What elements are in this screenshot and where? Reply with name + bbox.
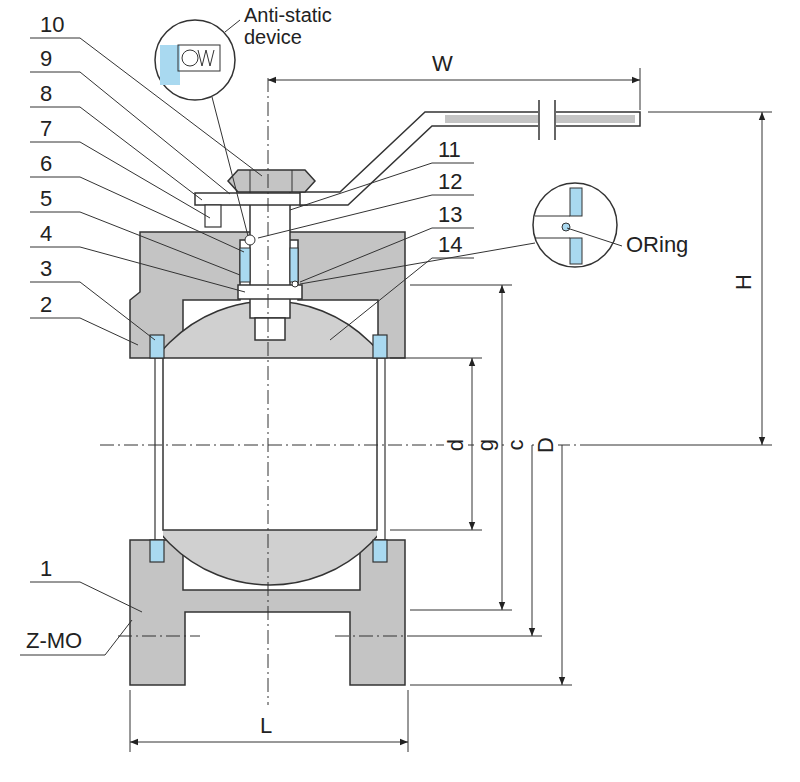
callout-number: 9 — [40, 47, 52, 71]
dimension-label: g — [474, 437, 498, 453]
callout-number: 3 — [40, 257, 52, 281]
callout-number: 1 — [40, 557, 52, 581]
dimension-label: c — [504, 438, 528, 453]
callout-number: 14 — [438, 233, 462, 257]
callout-number: 5 — [40, 187, 52, 211]
dimension-label: L — [260, 714, 272, 738]
callout-number: 12 — [438, 170, 462, 194]
callout-number: Z-MO — [26, 629, 82, 653]
callout-number: 6 — [40, 152, 52, 176]
callout-number: 4 — [40, 222, 52, 246]
dimension-label: d — [444, 437, 468, 453]
dimension-label: W — [432, 52, 453, 76]
dimension-label: H — [732, 272, 756, 292]
note-label: Anti-static device — [244, 4, 362, 48]
callout-number: 8 — [40, 82, 52, 106]
callout-number: 2 — [40, 293, 52, 317]
callout-number: 7 — [40, 117, 52, 141]
callout-number: 11 — [438, 138, 461, 162]
dimension-label: D — [534, 435, 558, 455]
callout-number: 13 — [438, 203, 462, 227]
note-label: ORing — [626, 233, 688, 257]
callout-number: 10 — [40, 13, 64, 37]
